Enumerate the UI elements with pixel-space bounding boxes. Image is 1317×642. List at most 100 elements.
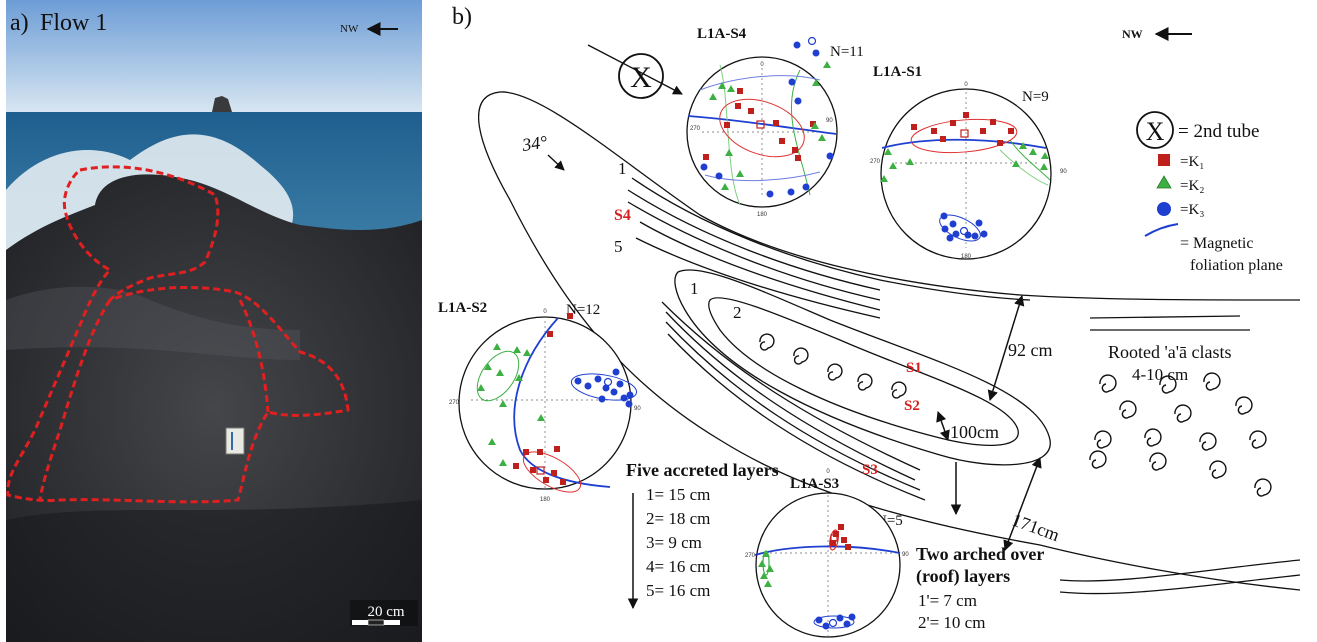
sea-stack xyxy=(212,96,232,112)
confidence-ellipse xyxy=(476,350,520,402)
accreted-layer-line xyxy=(665,311,916,481)
k3-points xyxy=(700,41,834,198)
stereonet-l1a-s3: L1A-S3 N=5 0 90 270 xyxy=(745,469,909,638)
accreted-layer-item: 5= 16 cm xyxy=(646,581,710,600)
legend-k2-label: =K₂ xyxy=(1180,178,1205,194)
dip-arrow xyxy=(547,154,565,171)
stereonet-tick-label: 270 xyxy=(690,126,701,132)
legend-k2-icon xyxy=(1156,175,1172,189)
k3-points xyxy=(940,212,988,242)
diagram-panel: b) xyxy=(452,4,1301,610)
stereonet-tick-label: 180 xyxy=(540,497,551,503)
k3-mean xyxy=(959,226,969,236)
stereonet-count: N=11 xyxy=(830,44,864,60)
stereonet-tick-label: 270 xyxy=(449,400,460,406)
legend-plane-label-2: foliation plane xyxy=(1190,257,1283,274)
roof-layers-title: (roof) layers xyxy=(916,566,1010,587)
panel-a-title: Flow 1 xyxy=(40,10,107,36)
rooted-clasts-size: 4-10 cm xyxy=(1132,365,1188,384)
accreted-layer-line xyxy=(627,201,881,301)
photo-panel: 20 cm a) Flow 1 NW xyxy=(6,0,422,642)
roof-layer-item: 2'= 10 cm xyxy=(918,613,985,632)
tube-symbol-icon xyxy=(618,53,664,99)
accreted-layer-line xyxy=(635,237,881,319)
k2-points xyxy=(709,61,831,190)
confidence-ellipse xyxy=(910,118,1018,154)
accreted-layer-line xyxy=(639,221,881,311)
rooted-clasts xyxy=(1089,372,1272,497)
accreted-layer-line xyxy=(631,177,1031,301)
roof-layer-inner xyxy=(708,297,1019,447)
legend-tube-icon xyxy=(1136,111,1174,149)
accreted-layer-line xyxy=(627,189,881,291)
site-label-s3: S3 xyxy=(862,462,878,478)
site-label-s4: S4 xyxy=(614,207,631,224)
legend-plane-label: = Magnetic xyxy=(1180,235,1253,252)
dimension-171-arrow xyxy=(1003,457,1042,551)
stereonet-tick-label: 180 xyxy=(757,212,768,218)
k1-points xyxy=(830,524,851,550)
legend: X = 2nd tube =K₁ =K₂ =K₃ = Magnetic foli… xyxy=(1136,111,1283,274)
dimension-92-arrow xyxy=(987,294,1025,402)
site-label-s1: S1 xyxy=(906,360,922,376)
k3-mean xyxy=(828,618,838,628)
k3-mean xyxy=(807,36,817,46)
confidence-ellipse xyxy=(813,615,855,629)
panel-a-north-label: NW xyxy=(340,23,359,35)
k1-mean xyxy=(756,120,765,129)
k1-points xyxy=(911,112,1014,146)
legend-tube-label: = 2nd tube xyxy=(1178,121,1259,142)
panel-b-north-label: NW xyxy=(1122,27,1143,41)
stereonet-tick-label: 0 xyxy=(826,469,830,475)
dimension-171-label: 171cm xyxy=(1009,510,1062,546)
k2-points xyxy=(758,550,774,587)
diagram-labels: 34° X 1 5 1 2 S4 S1 S2 S3 92 cm 100cm 17… xyxy=(520,27,1231,632)
stereonet-tick-label: 90 xyxy=(902,552,909,558)
flow-outline xyxy=(6,165,350,504)
stereonet-title: L1A-S3 xyxy=(790,476,839,492)
layer-number: 1 xyxy=(690,279,699,298)
stereonet-l1a-s2: L1A-S2 N=12 0 90 180 270 xyxy=(438,300,641,503)
layer-line xyxy=(1059,574,1301,595)
scale-label: 20 cm xyxy=(367,604,404,620)
rock-highlight xyxy=(6,286,300,360)
stereonet-tick-label: 0 xyxy=(760,62,764,68)
site-label-s2: S2 xyxy=(904,398,920,414)
stereonet-tick-label: 0 xyxy=(543,309,547,315)
k1-mean xyxy=(960,129,969,138)
confidence-arc xyxy=(1009,139,1051,181)
layer-line xyxy=(1089,315,1241,319)
confidence-ellipse xyxy=(829,529,839,551)
legend-plane-icon xyxy=(1144,223,1179,237)
legend-tube-letter: X xyxy=(1146,117,1165,146)
dimension-92-label: 92 cm xyxy=(1008,340,1053,360)
panel-a-label: a) xyxy=(10,10,29,36)
k2-points xyxy=(880,142,1049,182)
accreted-layer-item: 1= 15 cm xyxy=(646,485,710,504)
dip-label: 34° xyxy=(520,132,549,155)
stereonet-count: N=9 xyxy=(1022,89,1049,105)
stereonet-tick-label: 180 xyxy=(961,254,972,260)
stereonet-tick-label: 0 xyxy=(964,82,968,88)
k1-points xyxy=(513,313,573,485)
k3-mean xyxy=(603,377,613,387)
accreted-layer-line xyxy=(661,301,921,471)
k1-points xyxy=(703,88,816,161)
stereonet-title: L1A-S2 xyxy=(438,300,487,316)
accreted-layer-item: 4= 16 cm xyxy=(646,557,710,576)
dimension-100-arrow xyxy=(936,411,950,441)
legend-k3-icon xyxy=(1157,202,1171,216)
stereonet-tick-label: 90 xyxy=(634,406,641,412)
roof-layer-item: 1'= 7 cm xyxy=(918,591,977,610)
layer-number: 1 xyxy=(618,159,627,178)
accreted-layer-item: 2= 18 cm xyxy=(646,509,710,528)
stereonet-tick-label: 90 xyxy=(1060,169,1067,175)
panel-b-label: b) xyxy=(452,4,472,30)
k2-points xyxy=(477,343,545,466)
tube-symbol-letter: X xyxy=(630,61,652,94)
k3-points xyxy=(574,368,634,408)
stereonet-tick-label: 270 xyxy=(745,553,756,559)
rock-shadow xyxy=(6,500,422,642)
foliation-plane xyxy=(513,317,611,488)
